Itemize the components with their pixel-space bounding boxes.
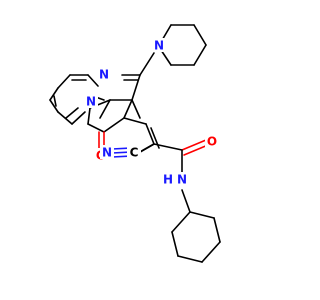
atom-n-bridgehead: N (84, 94, 98, 109)
svg-text:O: O (207, 135, 217, 149)
svg-text:N: N (154, 39, 164, 53)
structure-canvas: N N N O C N O N (49, 24, 221, 263)
molecule-structure: N N N O C N O N (49, 24, 221, 263)
atom-c-nitrile: C (127, 145, 141, 160)
atom-n-piperidine: N (152, 38, 166, 53)
svg-text:N: N (102, 146, 112, 160)
atom-n-pyrimidine-top: N (97, 67, 111, 82)
cyclohexyl-ring (171, 189, 221, 263)
atom-n-amide: N (175, 172, 189, 187)
amide-group (153, 139, 209, 173)
atom-h-amide: H (161, 172, 175, 187)
atom-n-nitrile: N (100, 145, 114, 160)
svg-text:H: H (163, 173, 173, 187)
svg-text:N: N (177, 173, 187, 187)
svg-text:N: N (86, 95, 96, 109)
atom-labels: N N N O C N O N (84, 38, 219, 187)
piperidine-ring (160, 24, 207, 66)
atom-o-amide: O (205, 134, 219, 149)
svg-text:N: N (99, 68, 109, 82)
bond-pip-c2 (139, 52, 155, 76)
svg-text:C: C (130, 146, 139, 160)
pyrido-ring (49, 74, 99, 125)
